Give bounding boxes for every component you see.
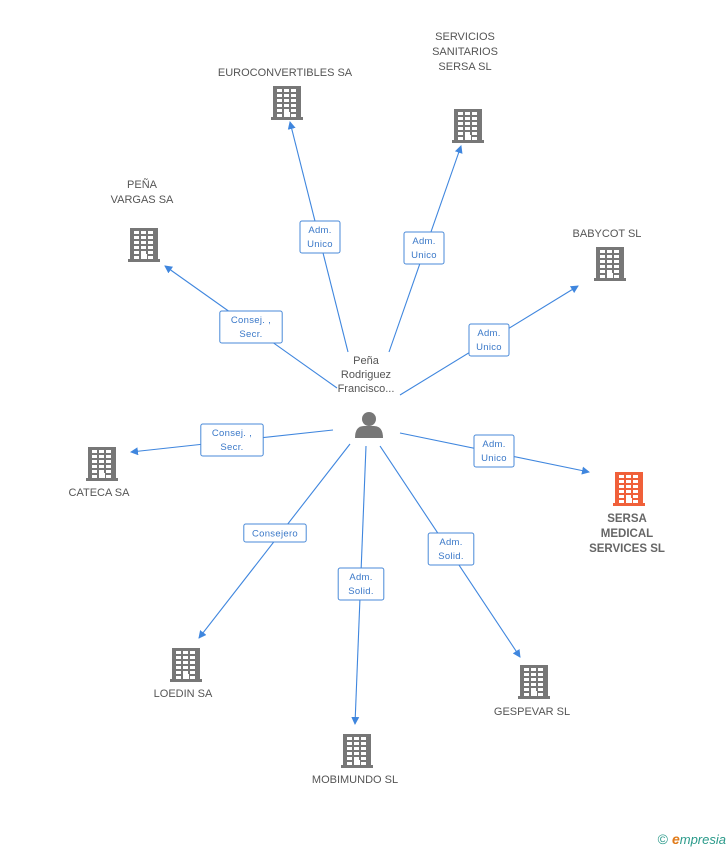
company-node-loedin[interactable]: LOEDIN SA xyxy=(154,648,213,700)
building-icon[interactable] xyxy=(128,228,160,262)
relation-label-text: Consejero xyxy=(252,529,298,540)
company-label: VARGAS SA xyxy=(111,194,174,206)
person-name: Francisco... xyxy=(338,383,395,395)
brand-logo-letter: e xyxy=(671,831,680,847)
copyright-icon: © xyxy=(657,831,668,847)
company-node-pena-vargas[interactable]: PEÑA VARGAS SA xyxy=(111,178,174,262)
building-icon[interactable] xyxy=(518,665,550,699)
relation-label-cateca[interactable]: Consej. , Secr. xyxy=(200,423,264,457)
relation-label-pena-vargas[interactable]: Consej. , Secr. xyxy=(219,310,283,344)
person-name: Peña xyxy=(353,355,380,367)
relation-label-text: Adm. xyxy=(482,439,505,450)
relation-label-text: Secr. xyxy=(239,329,262,340)
company-node-cateca[interactable]: CATECA SA xyxy=(69,447,131,499)
relation-label-text: Adm. xyxy=(308,225,331,236)
relation-label-mobimundo[interactable]: Adm. Solid. xyxy=(337,567,385,601)
relation-label-gespevar[interactable]: Adm. Solid. xyxy=(427,532,475,566)
company-label: GESPEVAR SL xyxy=(494,706,570,718)
relation-label-text: Unico xyxy=(481,453,507,464)
company-label: SERSA SL xyxy=(438,61,491,73)
center-person-node[interactable]: PeñaRodriguezFrancisco... xyxy=(338,355,395,438)
company-node-euroconvertibles[interactable]: EUROCONVERTIBLES SA xyxy=(218,67,353,120)
company-node-servicios-sanitarios[interactable]: SERVICIOS SANITARIOS SERSA SL xyxy=(432,31,498,143)
company-node-babycot[interactable]: BABYCOT SL xyxy=(573,228,642,281)
relation-label-text: Consej. , xyxy=(231,315,271,326)
relation-label-text: Adm. xyxy=(412,236,435,247)
company-label: EUROCONVERTIBLES SA xyxy=(218,67,353,79)
company-label: MOBIMUNDO SL xyxy=(312,774,398,786)
company-label: MEDICAL xyxy=(601,528,653,540)
company-label: SERVICIOS xyxy=(435,31,495,43)
relation-label-text: Secr. xyxy=(220,442,243,453)
company-label: BABYCOT SL xyxy=(573,228,642,240)
company-node-sersa-medical[interactable]: SERSA MEDICAL SERVICES SL xyxy=(589,472,665,555)
building-icon[interactable] xyxy=(341,734,373,768)
building-icon[interactable] xyxy=(452,109,484,143)
relation-label-text: Unico xyxy=(307,239,333,250)
company-node-mobimundo[interactable]: MOBIMUNDO SL xyxy=(312,734,398,786)
brand-name: mpresia xyxy=(679,832,726,847)
relation-label-text: Adm. xyxy=(349,572,372,583)
relation-label-text: Adm. xyxy=(477,328,500,339)
relation-label-text: Solid. xyxy=(438,551,464,562)
relation-label-text: Consej. , xyxy=(212,428,252,439)
relation-label-babycot[interactable]: Adm. Unico xyxy=(468,323,510,357)
building-icon[interactable] xyxy=(86,447,118,481)
person-icon[interactable] xyxy=(355,412,383,438)
building-icon[interactable] xyxy=(613,472,645,506)
company-label: SANITARIOS xyxy=(432,46,498,58)
company-label: SERVICES SL xyxy=(589,543,665,555)
relation-label-text: Solid. xyxy=(348,586,374,597)
company-node-gespevar[interactable]: GESPEVAR SL xyxy=(494,665,570,718)
company-label: SERSA xyxy=(607,513,647,525)
relation-label-servicios-sanitarios[interactable]: Adm. Unico xyxy=(403,231,445,265)
relation-label-text: Unico xyxy=(476,342,502,353)
brand-footer[interactable]: ©empresia xyxy=(658,831,726,847)
person-name: Rodriguez xyxy=(341,369,391,381)
relation-label-text: Unico xyxy=(411,250,437,261)
relation-label-loedin[interactable]: Consejero xyxy=(243,523,307,543)
relation-label-text: Adm. xyxy=(439,537,462,548)
building-icon[interactable] xyxy=(594,247,626,281)
company-label: PEÑA xyxy=(127,178,158,191)
company-label: LOEDIN SA xyxy=(154,688,213,700)
relation-label-sersa-medical[interactable]: Adm. Unico xyxy=(473,434,515,468)
building-icon[interactable] xyxy=(271,86,303,120)
relation-label-euroconvertibles[interactable]: Adm. Unico xyxy=(299,220,341,254)
building-icon[interactable] xyxy=(170,648,202,682)
company-label: CATECA SA xyxy=(69,487,131,499)
